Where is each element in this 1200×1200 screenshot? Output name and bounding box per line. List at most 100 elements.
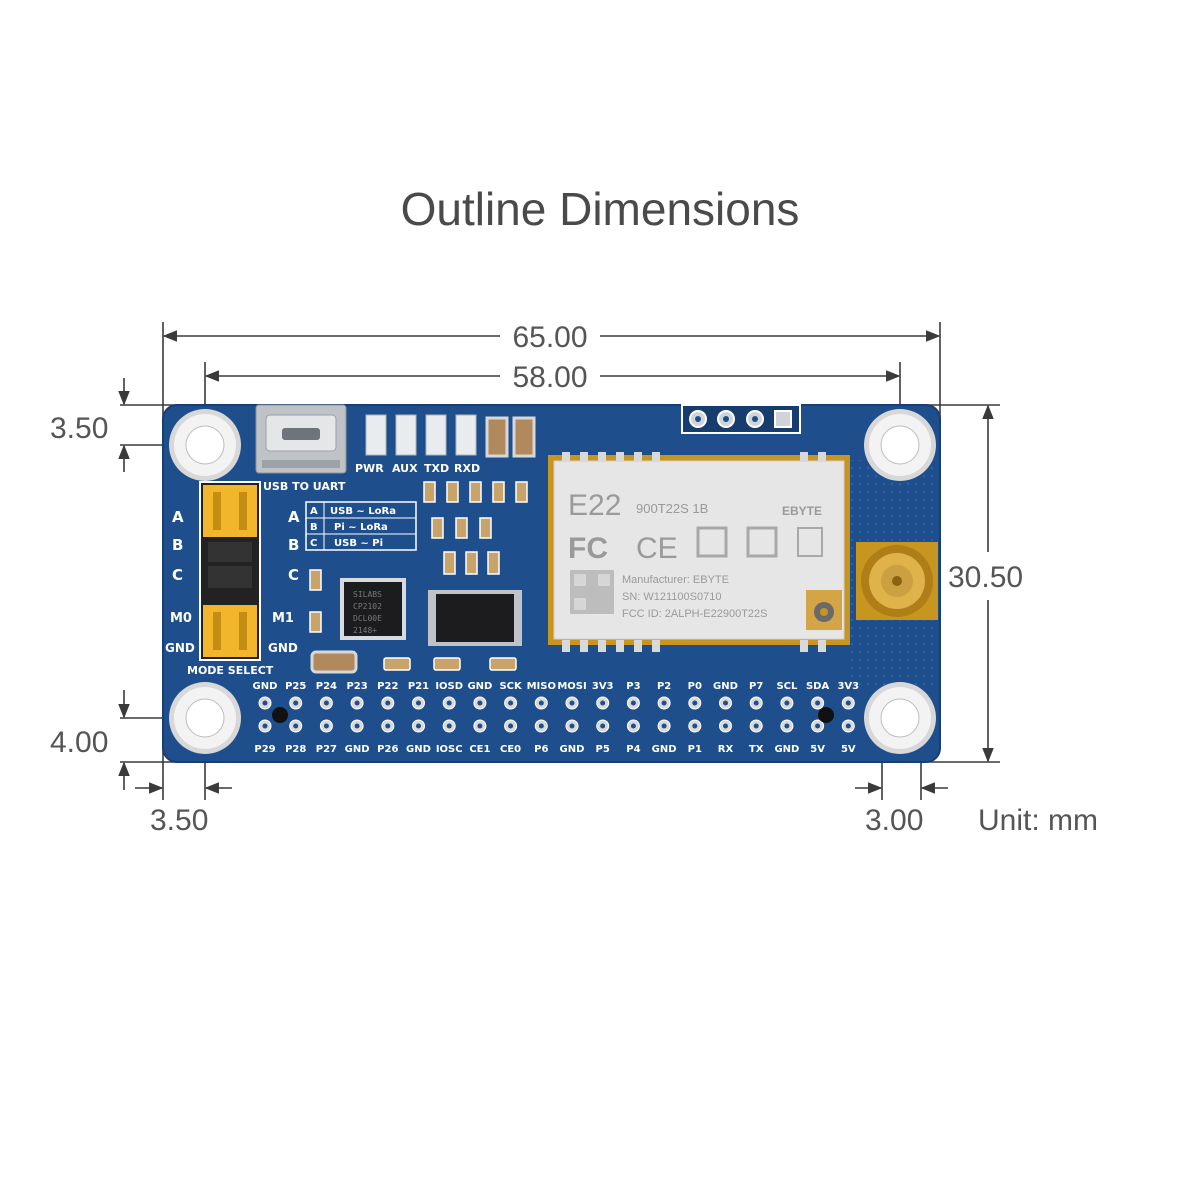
gpio-pin-hole	[323, 723, 329, 729]
gpio-pin-hole	[446, 723, 452, 729]
gpio-bottom-label: P1	[688, 744, 702, 755]
gpio-top-label: SDA	[806, 681, 830, 692]
dim-right-offset: 3.00	[865, 804, 923, 837]
gpio-bottom-label: CE1	[469, 744, 490, 755]
gpio-bottom-label: GND	[406, 744, 431, 755]
led-label-aux: AUX	[392, 462, 418, 475]
gpio-bottom-label: IOSC	[436, 744, 463, 755]
gpio-bottom-label: GND	[345, 744, 370, 755]
gpio-pin-hole	[569, 700, 575, 706]
pin-marker-pad	[818, 707, 834, 723]
gpio-pin-hole	[538, 723, 544, 729]
dim-height: 30.50	[948, 561, 1023, 594]
gpio-top-label: P25	[285, 681, 306, 692]
gpio-top-label: P7	[749, 681, 763, 692]
gpio-pin-hole	[354, 700, 360, 706]
module-brand: EBYTE	[782, 504, 822, 518]
dim-hole-spacing: 58.00	[512, 361, 587, 394]
gpio-pin-hole	[845, 700, 851, 706]
gpio-top-label: SCL	[776, 681, 798, 692]
gpio-pin-hole	[692, 700, 698, 706]
gpio-top-label: GND	[713, 681, 738, 692]
unit-label: Unit: mm	[978, 804, 1098, 837]
gpio-pin-hole	[262, 723, 268, 729]
gpio-pin-hole	[416, 723, 421, 729]
dim-overall-width: 65.00	[512, 321, 587, 354]
gpio-pin-hole	[845, 723, 851, 729]
gpio-top-label: IOSD	[435, 681, 463, 692]
gpio-bottom-label: CE0	[500, 744, 521, 755]
gpio-bottom-label: GND	[774, 744, 799, 755]
gpio-bottom-label: P28	[285, 744, 306, 755]
gpio-pin-hole	[293, 700, 299, 706]
gpio-pin-hole	[692, 723, 698, 729]
jumper-block	[199, 481, 261, 661]
mode-table	[305, 501, 417, 551]
smd-components	[309, 481, 528, 671]
gpio-bottom-label: P5	[596, 744, 610, 755]
gpio-pin-hole	[815, 700, 821, 706]
module-manufacturer: Manufacturer: EBYTE	[622, 574, 729, 586]
gpio-pin-hole	[630, 700, 636, 706]
mode-pin-m0: M0	[170, 611, 192, 626]
mode-value-a: USB ~ LoRa	[330, 506, 396, 517]
jumper-label-a-right: A	[288, 508, 300, 526]
usb-label: USB TO UART	[263, 480, 346, 493]
gpio-bottom-labels: P29 P28 P27 GND P26 GND IOSC CE1 CE0 P6 GND P5 P4 GND…	[254, 744, 856, 755]
status-leds	[365, 414, 477, 456]
level-shifter-chip	[428, 590, 522, 646]
gpio-pin-hole	[477, 700, 483, 706]
micro-usb-connector	[255, 404, 347, 474]
gpio-top-label: 3V3	[837, 681, 859, 692]
four-pin-header	[681, 404, 801, 434]
led-label-rxd: RXD	[454, 462, 480, 475]
gpio-top-label: P3	[626, 681, 640, 692]
mode-pin-m1: M1	[272, 611, 294, 626]
led-label-txd: TXD	[424, 462, 449, 475]
mounting-holes	[169, 409, 936, 754]
gpio-pin-hole	[385, 700, 391, 706]
gpio-pin-hole	[753, 700, 759, 706]
gpio-pin-hole	[600, 723, 606, 729]
mode-select-label: MODE SELECT	[187, 664, 274, 677]
gpio-top-label: P22	[377, 681, 398, 692]
dim-bottom-offset: 4.00	[50, 726, 108, 759]
gpio-top-label: GND	[253, 681, 278, 692]
gpio-bottom-label: P6	[534, 744, 548, 755]
gpio-bottom-label: P27	[316, 744, 337, 755]
jumper-label-b-left: B	[172, 536, 183, 554]
gpio-pin-hole	[723, 723, 728, 729]
gpio-pin-hole	[753, 723, 759, 729]
module-fcc: FCC ID: 2ALPH-E22900T22S	[622, 608, 768, 620]
gpio-bottom-label: RX	[718, 744, 734, 755]
gpio-pin-hole	[661, 723, 667, 729]
page-title: Outline Dimensions	[400, 183, 800, 235]
gpio-pin-hole	[569, 723, 575, 729]
gpio-bottom-label: P4	[626, 744, 640, 755]
gpio-top-label: SCK	[499, 681, 523, 692]
usb-uart-chip	[340, 578, 406, 640]
gpio-top-label: P0	[688, 681, 702, 692]
mode-pin-gnd-right: GND	[268, 641, 298, 655]
chip-text-4: 2148+	[353, 626, 377, 635]
mode-pin-gnd-left: GND	[165, 641, 195, 655]
jumper-label-c-left: C	[172, 566, 183, 584]
gpio-bottom-label: P26	[377, 744, 398, 755]
gpio-top-label: MOSI	[557, 681, 586, 692]
gpio-bottom-label: TX	[749, 744, 764, 755]
mode-value-c: USB ~ Pi	[334, 538, 383, 549]
chip-text-1: SILABS	[353, 590, 382, 599]
gpio-top-label: GND	[467, 681, 492, 692]
gpio-bottom-label: P29	[254, 744, 275, 755]
gpio-pin-hole	[508, 700, 514, 706]
gpio-top-label: P21	[408, 681, 429, 692]
gpio-bottom-label: 5V	[810, 744, 825, 755]
gpio-top-label: P23	[346, 681, 367, 692]
gpio-bottom-label: GND	[652, 744, 677, 755]
chip-text-2: CP2102	[353, 602, 382, 611]
mode-key-b: B	[310, 522, 318, 533]
gpio-header	[258, 696, 855, 733]
gpio-pin-hole	[262, 700, 268, 706]
gpio-pin-hole	[293, 723, 299, 729]
